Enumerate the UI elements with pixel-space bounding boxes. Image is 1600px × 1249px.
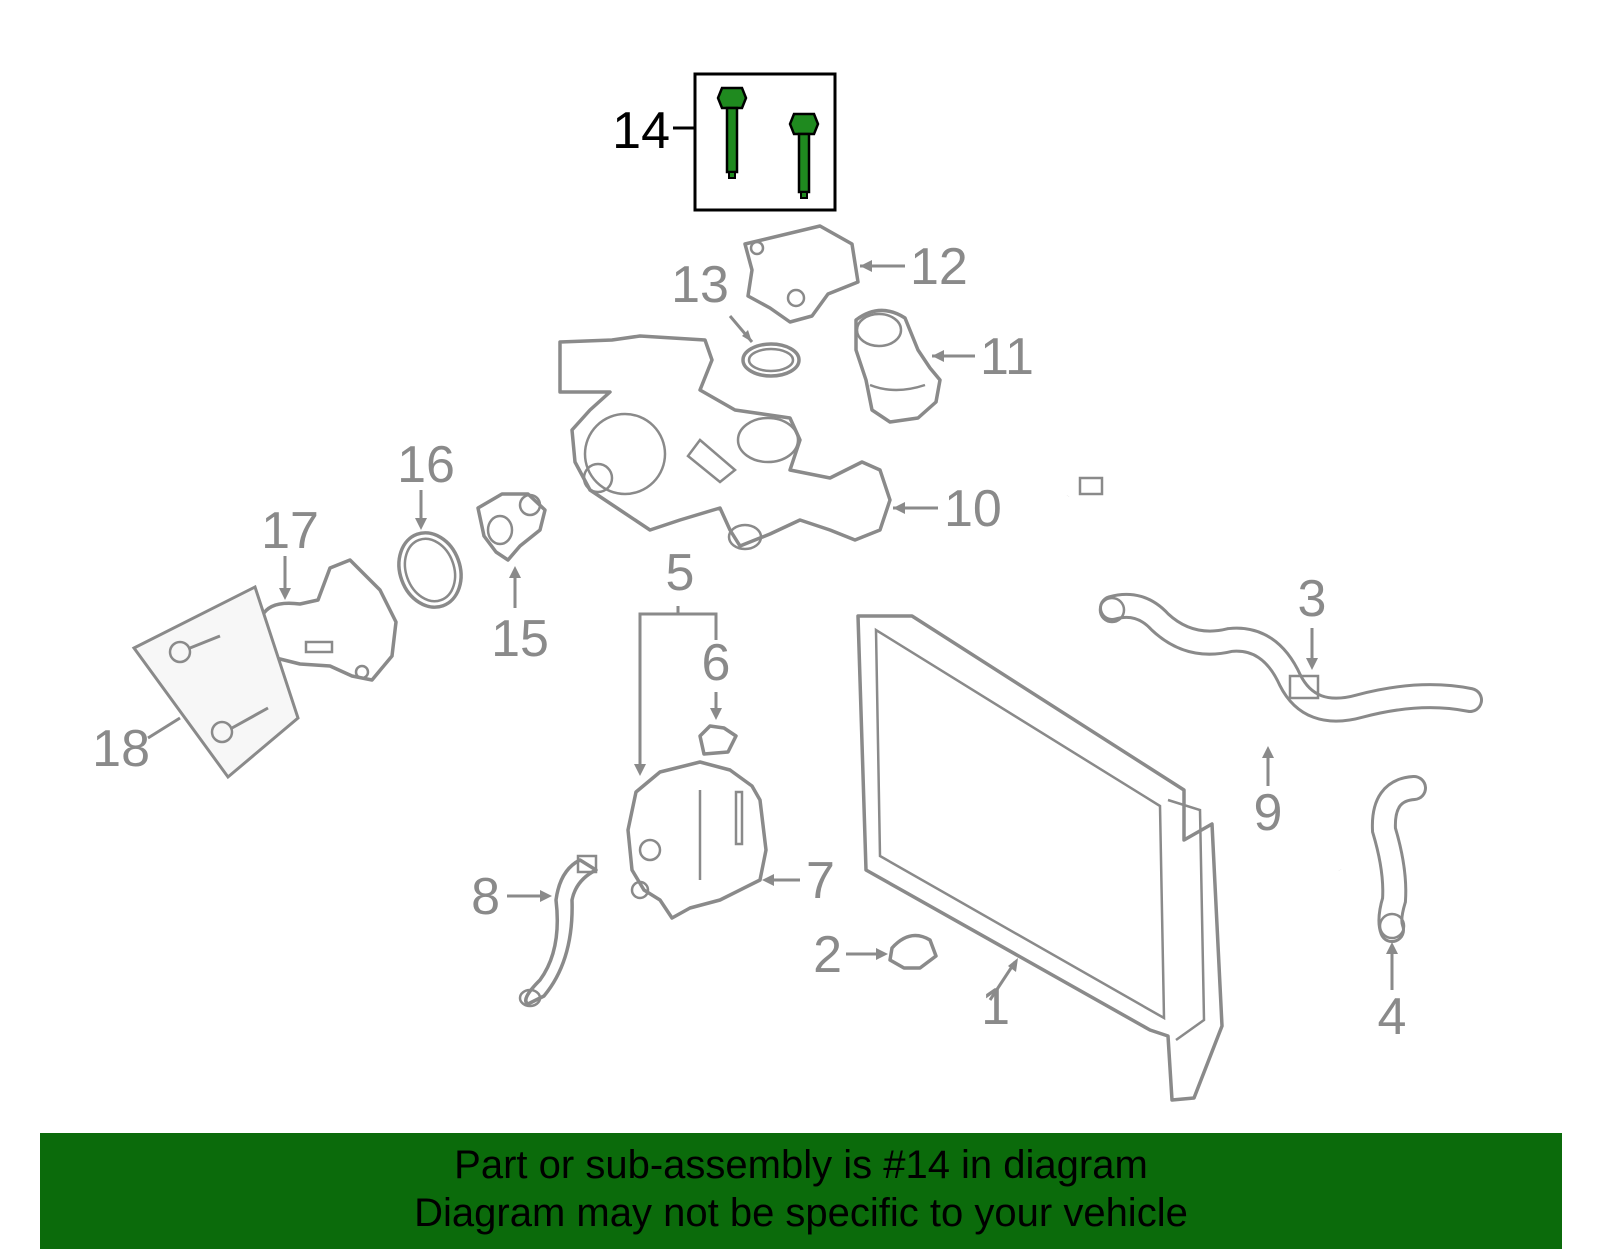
part-14-bolts[interactable]	[673, 72, 837, 212]
callout-12: 12	[910, 238, 968, 296]
part-4-lower-hose[interactable]	[1370, 775, 1427, 990]
part-13-o-ring[interactable]	[728, 315, 801, 378]
callout-15: 15	[491, 610, 549, 668]
part-11-hose-connector[interactable]	[854, 308, 975, 424]
callout-14[interactable]: 14	[612, 102, 670, 160]
callout-1: 1	[981, 978, 1010, 1036]
callout-10: 10	[944, 480, 1002, 538]
callout-6: 6	[702, 634, 731, 692]
part-8-hose[interactable]	[507, 854, 598, 1008]
callout-18: 18	[92, 720, 150, 778]
part-3-upper-hose[interactable]	[1098, 592, 1483, 723]
callout-5: 5	[666, 544, 695, 602]
part-5-6-coolant-reservoir[interactable]	[626, 606, 768, 920]
callout-17: 17	[261, 502, 319, 560]
part-9-tube[interactable]	[1057, 476, 1344, 871]
callout-3: 3	[1298, 570, 1327, 628]
callout-13: 13	[671, 256, 729, 314]
part-7-pointer	[762, 874, 800, 886]
part-12-outlet-elbow[interactable]	[743, 224, 905, 324]
callout-16: 16	[397, 436, 455, 494]
banner-line-disclaimer: Diagram may not be specific to your vehi…	[414, 1191, 1188, 1235]
banner-line-part-info: Part or sub-assembly is #14 in diagram	[454, 1143, 1148, 1187]
part-10-thermostat-housing[interactable]	[558, 334, 938, 551]
part-16-gasket[interactable]	[389, 490, 471, 616]
callout-8: 8	[471, 868, 500, 926]
callout-9: 9	[1254, 784, 1283, 842]
part-15-thermostat[interactable]	[476, 492, 547, 608]
callout-2: 2	[813, 926, 842, 984]
callout-4: 4	[1378, 988, 1407, 1046]
bolt-icon	[716, 86, 748, 179]
bolt-icon	[788, 112, 820, 199]
callout-11: 11	[980, 328, 1034, 386]
part-17-inlet-housing[interactable]	[260, 556, 398, 682]
callout-7: 7	[806, 852, 835, 910]
part-2-radiator-cap[interactable]	[846, 933, 938, 970]
parts-diagram: 1 2 3 4 5 6 7 8 9 10 11 12 13 14 15 16 1…	[92, 72, 1483, 1102]
part-1-radiator[interactable]	[856, 614, 1224, 1102]
info-banner: Part or sub-assembly is #14 in diagram D…	[40, 1133, 1562, 1249]
part-18-bolts[interactable]	[131, 584, 300, 780]
